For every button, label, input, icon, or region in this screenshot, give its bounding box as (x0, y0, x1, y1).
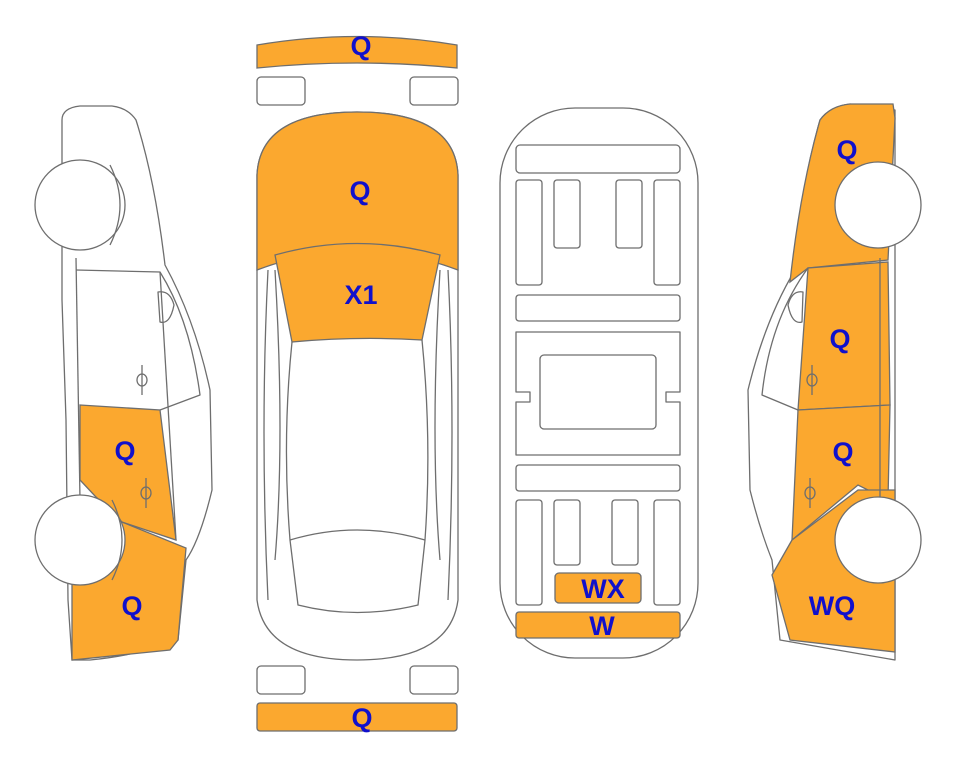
right-side-door-handle-rear (804, 478, 816, 508)
underside-rear-left-rail (515, 499, 543, 606)
underside-body-outline (499, 107, 699, 659)
left-side-door-handle-front (136, 365, 148, 395)
underside-rear-right-slot (611, 499, 639, 566)
left-front-wheel (34, 159, 126, 251)
code-windshield: X1 (344, 280, 377, 310)
code-trunk-lid: W (589, 611, 615, 641)
front-bumper-panel[interactable] (256, 35, 458, 69)
left-side-view (34, 105, 213, 661)
top-view-cabin-outline (285, 339, 429, 541)
underside-rear-right-rail (653, 499, 681, 606)
left-rear-wheel (34, 494, 126, 586)
top-view-right-side-line (447, 269, 453, 601)
underside-view (499, 107, 699, 659)
underside-center-panel (539, 354, 657, 430)
left-side-mirror (157, 291, 175, 324)
code-right-front-fender: Q (836, 135, 857, 165)
damage-code-labels: Q Q X1 Q WX W Q Q Q Q Q WQ (114, 31, 857, 733)
code-right-rear-fender: WQ (809, 591, 856, 621)
windshield-panel[interactable] (274, 242, 441, 343)
top-view-left-door-curve (274, 269, 281, 561)
left-side-door-handle-rear (140, 478, 152, 508)
underside-rear-left-slot (553, 499, 581, 566)
rear-right-light (409, 665, 459, 695)
left-side-sill-line (75, 257, 81, 501)
rear-bumper-panel[interactable] (256, 702, 458, 732)
trunk-lid-panel[interactable] (515, 611, 681, 639)
left-side-pillar-line (159, 271, 177, 541)
right-side-mirror (787, 291, 804, 324)
right-side-window-line (761, 267, 809, 411)
code-left-rear-fender: Q (121, 591, 142, 621)
top-view-rear-window (289, 539, 426, 614)
top-view-left-side-line (263, 269, 269, 601)
code-hood: Q (349, 176, 370, 206)
code-rear-bumper: Q (351, 703, 372, 733)
front-right-light (409, 76, 459, 106)
code-right-front-door: Q (829, 324, 850, 354)
underside-front-left-slot (553, 179, 581, 249)
trunk-floor-panel[interactable] (554, 572, 642, 604)
code-right-rear-door: Q (832, 437, 853, 467)
code-trunk-panel: WX (581, 574, 625, 604)
left-front-wheel-arch (109, 164, 121, 246)
top-view (256, 35, 459, 732)
underside-crossmember-front (515, 294, 681, 322)
code-left-rear-door: Q (114, 436, 135, 466)
underside-crossmember-rear (515, 464, 681, 492)
code-front-bumper: Q (350, 31, 371, 61)
right-side-view (747, 103, 922, 661)
right-front-wheel (834, 161, 922, 249)
underside-front-right-rail (653, 179, 681, 286)
underside-center-frame (515, 331, 681, 456)
left-rear-wheel-arch (111, 499, 123, 581)
right-rear-wheel (834, 496, 922, 584)
underside-front-left-rail (515, 179, 543, 286)
rear-left-light (256, 665, 306, 695)
front-left-light (256, 76, 306, 106)
right-side-door-handle-front (806, 365, 818, 395)
top-view-right-door-curve (434, 269, 441, 561)
left-side-window-line (75, 269, 201, 411)
underside-front-panel (515, 144, 681, 174)
underside-front-right-slot (615, 179, 643, 249)
